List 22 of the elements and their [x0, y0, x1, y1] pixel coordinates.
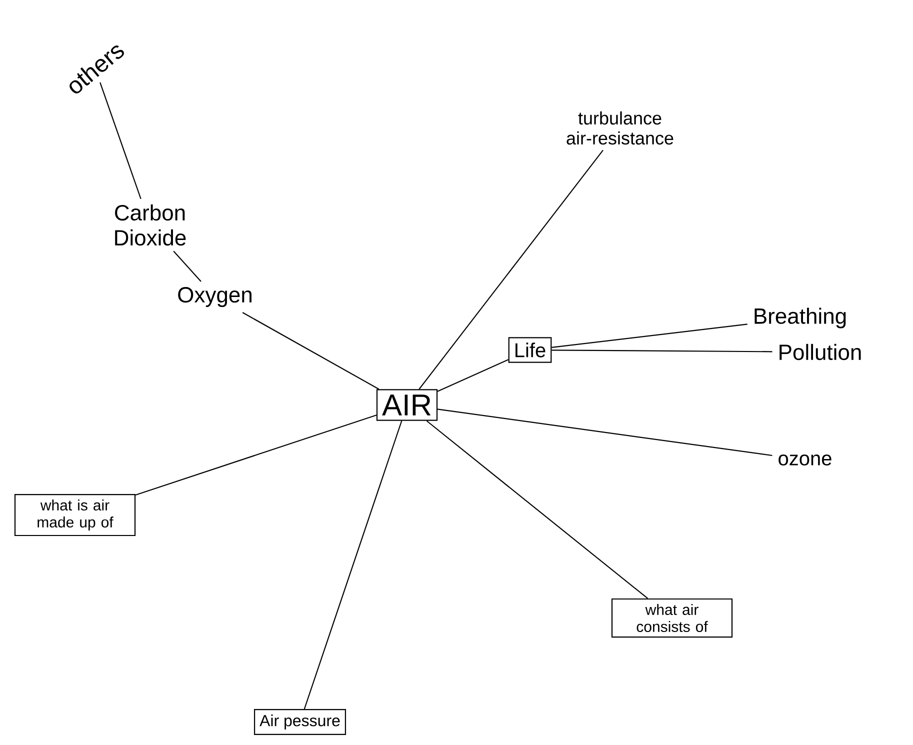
branch-text: Oxygen — [178, 287, 252, 307]
connector-line — [242, 312, 380, 390]
connector-line — [437, 408, 772, 456]
connector-line — [552, 350, 772, 352]
branch-box: what is air made up of — [14, 494, 136, 536]
branch-box: Life — [508, 337, 552, 363]
connector-line — [173, 250, 202, 282]
connector-line — [552, 324, 748, 348]
connector-line — [135, 414, 377, 496]
branch-box: Air pessure — [254, 709, 346, 736]
topic-box: AIR — [376, 389, 438, 421]
branch-text: turbulance air-resistance — [566, 111, 674, 145]
connector-line — [426, 420, 648, 599]
branch-box: what air consists of — [611, 598, 733, 638]
branch-text: Carbon Dioxide — [115, 204, 186, 246]
branch-text: ozone — [778, 454, 832, 466]
branch-text: Pollution — [780, 344, 861, 360]
connector-line — [437, 359, 509, 392]
branch-text: Breathing — [754, 308, 846, 328]
connector-line — [304, 420, 402, 710]
connector-line — [418, 150, 604, 390]
connector-line — [100, 82, 142, 200]
